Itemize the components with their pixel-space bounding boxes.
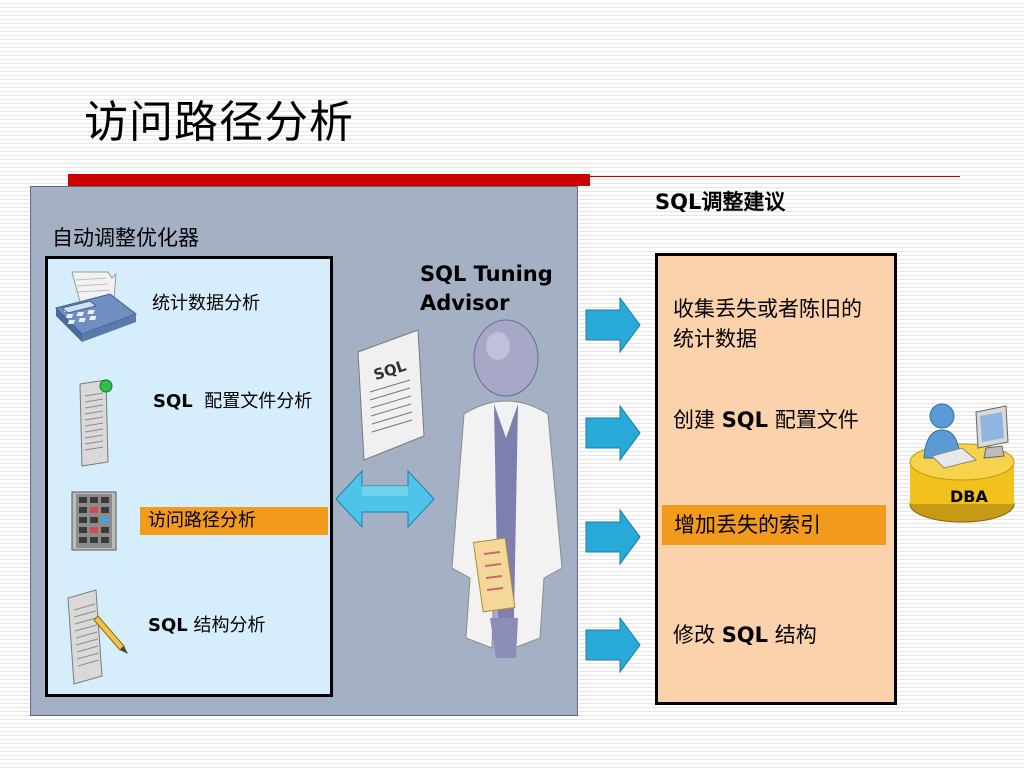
arrow-right-icon	[585, 296, 641, 354]
dba-label: DBA	[950, 487, 988, 506]
pencil-document-icon	[67, 589, 128, 685]
recommendation-gather-stats: 收集丢失或者陈旧的统计数据	[673, 297, 862, 351]
sql-profile-analysis-label: SQL 配置文件分析	[153, 390, 313, 413]
structure-analysis-text: 结构分析	[193, 615, 266, 636]
profile-analysis-text: 配置文件分析	[204, 391, 313, 412]
sql-keyword: SQL	[721, 408, 769, 432]
calculator-icon	[55, 271, 138, 342]
title-underline-bar	[68, 174, 590, 186]
sql-keyword: SQL	[153, 391, 193, 412]
stats-analysis-label: 统计数据分析	[152, 293, 260, 314]
sql-structure-analysis-label: SQL 结构分析	[148, 614, 265, 637]
rec-prefix: 修改	[673, 623, 715, 647]
rec-suffix: 结构	[774, 623, 817, 647]
advisor-title-line1: SQL Tuning	[420, 262, 553, 286]
bidirectional-arrow-icon	[335, 469, 435, 529]
arrow-right-icon	[585, 616, 641, 674]
title-underline-rule	[590, 176, 960, 177]
advisor-figure-icon	[451, 319, 563, 658]
recommendation-add-index: 增加丢失的索引	[662, 505, 886, 545]
profile-document-icon	[79, 379, 113, 467]
auto-tuning-optimizer-label: 自动调整优化器	[52, 226, 199, 250]
recommendations-heading: SQL调整建议	[655, 190, 786, 214]
dba-user-icon	[909, 403, 1015, 523]
slide-title: 访问路径分析	[84, 97, 354, 148]
recommendations-box	[655, 253, 897, 705]
advisor-title-line2: Advisor	[420, 291, 510, 315]
index-rack-icon	[71, 491, 117, 551]
arrow-right-icon	[585, 404, 641, 462]
rec-suffix: 配置文件	[774, 408, 859, 432]
sql-keyword: SQL	[721, 623, 769, 647]
sql-keyword: SQL	[148, 615, 188, 636]
recommendation-create-profile: 创建 SQL 配置文件	[673, 405, 878, 435]
recommendation-modify-structure: 修改 SQL 结构	[673, 620, 817, 650]
access-path-analysis-label: 访问路径分析	[140, 507, 328, 535]
sql-tuning-advisor-title: SQL Tuning Advisor	[420, 260, 570, 318]
arrow-right-icon	[585, 508, 641, 566]
rec-prefix: 创建	[673, 408, 715, 432]
sql-document-icon: SQL	[357, 329, 425, 461]
